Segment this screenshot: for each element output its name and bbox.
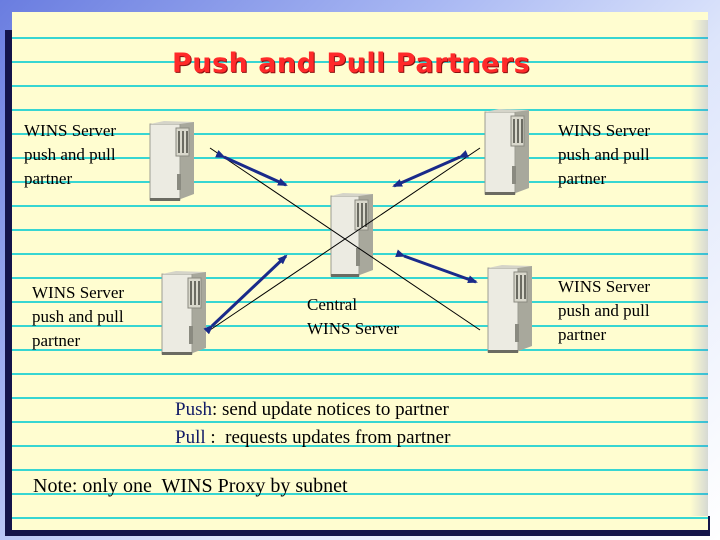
- node-label-role-suffix: partner: [24, 169, 73, 188]
- node-label-role-suffix: partner: [558, 169, 607, 188]
- node-label-title: WINS Server: [32, 283, 125, 302]
- node-label-top-left: WINS Server push and pull partner: [24, 119, 116, 191]
- node-label-title: Central: [307, 295, 358, 314]
- node-label-role: push and pull: [32, 307, 124, 326]
- node-label-role: WINS Server: [307, 319, 400, 338]
- slide-shadow-right: [690, 20, 708, 516]
- legend-pull-text: : requests updates from partner: [205, 427, 451, 448]
- node-label-role-suffix: partner: [558, 325, 607, 344]
- node-label-role-suffix: partner: [32, 331, 81, 350]
- node-label-title: WINS Server: [558, 121, 651, 140]
- node-label-bottom-left: WINS Server push and pull partner: [32, 281, 124, 353]
- legend-pull-key: Pull: [175, 427, 206, 448]
- slide-title: Push and Pull Partners: [172, 48, 531, 79]
- slide-shadow-left: [5, 30, 12, 535]
- node-label-role: push and pull: [558, 301, 650, 320]
- node-label-role: push and pull: [558, 145, 650, 164]
- legend-push-row: Push: send update notices to partner: [175, 396, 450, 424]
- node-label-top-right: WINS Server push and pull partner: [558, 119, 650, 191]
- node-label-bottom-right: WINS Server push and pull partner: [558, 275, 650, 347]
- server-tower-icon-top-left: [149, 121, 194, 201]
- legend-push-key: Push: [175, 399, 212, 420]
- server-tower-icon-central: [330, 193, 373, 277]
- legend-pull-row: Pull : requests updates from partner: [175, 424, 450, 452]
- server-tower-icon-bottom-left: [161, 271, 206, 355]
- footer-note: Note: only one WINS Proxy by subnet: [33, 475, 348, 497]
- server-tower-icon-top-right: [484, 109, 529, 195]
- push-pull-legend: Push: send update notices to partner Pul…: [175, 396, 450, 452]
- node-label-title: WINS Server: [24, 121, 117, 140]
- node-label-title: WINS Server: [558, 277, 651, 296]
- legend-push-text: : send update notices to partner: [211, 399, 449, 420]
- server-tower-icon-bottom-right: [487, 265, 532, 353]
- node-label-role: push and pull: [24, 145, 116, 164]
- node-label-central: Central WINS Server: [307, 293, 399, 341]
